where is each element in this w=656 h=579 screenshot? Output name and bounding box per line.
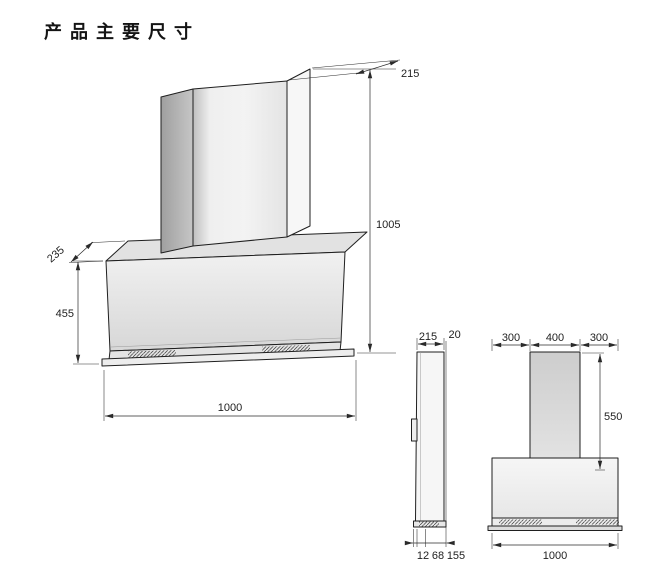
page-title: 产品主要尺寸	[44, 22, 200, 42]
side-dim-top: 215 20	[416, 329, 461, 547]
dim-label-canopy-top-depth: 235	[45, 244, 67, 265]
side-mounting-bracket	[411, 418, 418, 442]
front-vent-hatch-left	[499, 519, 542, 525]
side-vent-hatch	[419, 521, 439, 527]
perspective-view: 215 1005 235 455	[45, 59, 419, 421]
front-dim-width: 1000	[491, 533, 619, 562]
dim-label-front-chimney-height: 550	[604, 411, 622, 423]
dim-label-front-overall-width: 1000	[543, 550, 567, 562]
chimney-back-panel	[286, 68, 311, 238]
side-body-outline	[415, 351, 445, 522]
dim-label-side-bottom-rear: 155	[447, 550, 465, 562]
chimney-left-panel	[160, 88, 194, 254]
front-chimney	[529, 351, 581, 459]
dim-total-height: 1005	[313, 68, 400, 354]
front-body	[491, 457, 619, 519]
dim-label-chimney-top-depth: 215	[401, 68, 419, 80]
front-dim-top: 300 400 300	[491, 332, 619, 351]
side-dim-bottom: 12 68 155	[404, 529, 465, 562]
dim-label-side-bottom-mid: 68	[432, 550, 444, 562]
dim-body-front-height: 455	[56, 260, 103, 365]
dim-label-side-bottom-lip: 12	[417, 550, 429, 562]
dim-label-total-height: 1005	[376, 219, 400, 231]
side-view: 215 20 12 68 155	[404, 329, 465, 562]
dim-label-front-chimney-width: 400	[546, 332, 564, 344]
chimney-front-panel	[192, 80, 288, 247]
front-view: 300 400 300 550 1000	[487, 332, 623, 562]
dim-label-front-right-section: 300	[590, 332, 608, 344]
dim-label-side-top-depth: 215	[419, 331, 437, 343]
dim-chimney-top-depth: 215	[288, 59, 419, 81]
dim-label-body-front-height: 455	[56, 308, 74, 320]
dim-label-overall-width: 1000	[218, 402, 242, 414]
glass-front-panel	[105, 251, 346, 352]
front-base-bar	[487, 525, 623, 531]
dim-label-front-left-section: 300	[502, 332, 520, 344]
dim-label-side-front-offset: 20	[449, 329, 461, 341]
front-vent-hatch-right	[576, 519, 619, 525]
bottom-slab	[101, 348, 355, 367]
dim-overall-width: 1000	[103, 360, 357, 421]
front-dim-chimney-height: 550	[582, 352, 622, 471]
glass-seam-line	[110, 337, 342, 348]
